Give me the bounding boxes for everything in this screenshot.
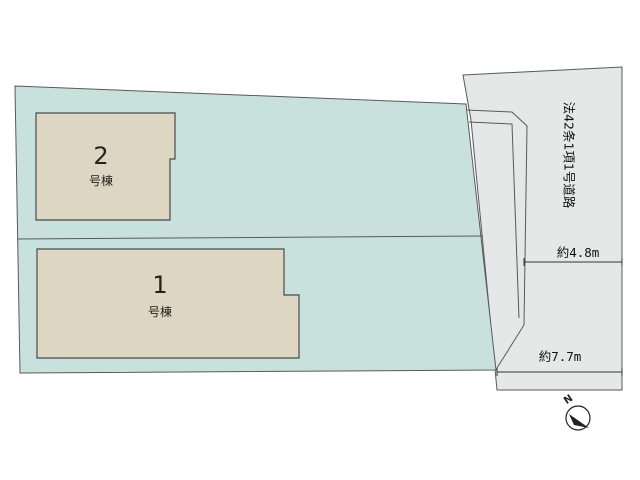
road-width-south-dimension: 約7.7m — [496, 349, 623, 376]
building-2: 2 号棟 — [35, 112, 176, 221]
building-2-footprint — [35, 112, 176, 221]
building-1-label: 号棟 — [148, 304, 172, 319]
building-2-label: 号棟 — [89, 173, 113, 188]
road-width-north-label: 約4.8m — [557, 245, 600, 260]
north-letter: N — [562, 393, 575, 407]
compass-circle — [565, 405, 591, 431]
road-designation-label: 法42条1項1号道路 — [562, 102, 577, 209]
road-setback-line-inner — [468, 121, 520, 319]
road-setback-line — [465, 109, 528, 369]
compass-needle — [569, 414, 589, 428]
north-arrow-icon: N — [562, 393, 591, 431]
building-2-number: 2 — [93, 142, 108, 170]
building-1: 1 号棟 — [36, 248, 300, 359]
road-width-north-dimension: 約4.8m — [523, 245, 623, 266]
road-area — [462, 66, 623, 391]
road-width-south-label: 約7.7m — [539, 349, 582, 364]
lot-divider-line — [17, 235, 484, 240]
building-1-number: 1 — [152, 271, 167, 299]
building-1-footprint — [36, 248, 300, 359]
